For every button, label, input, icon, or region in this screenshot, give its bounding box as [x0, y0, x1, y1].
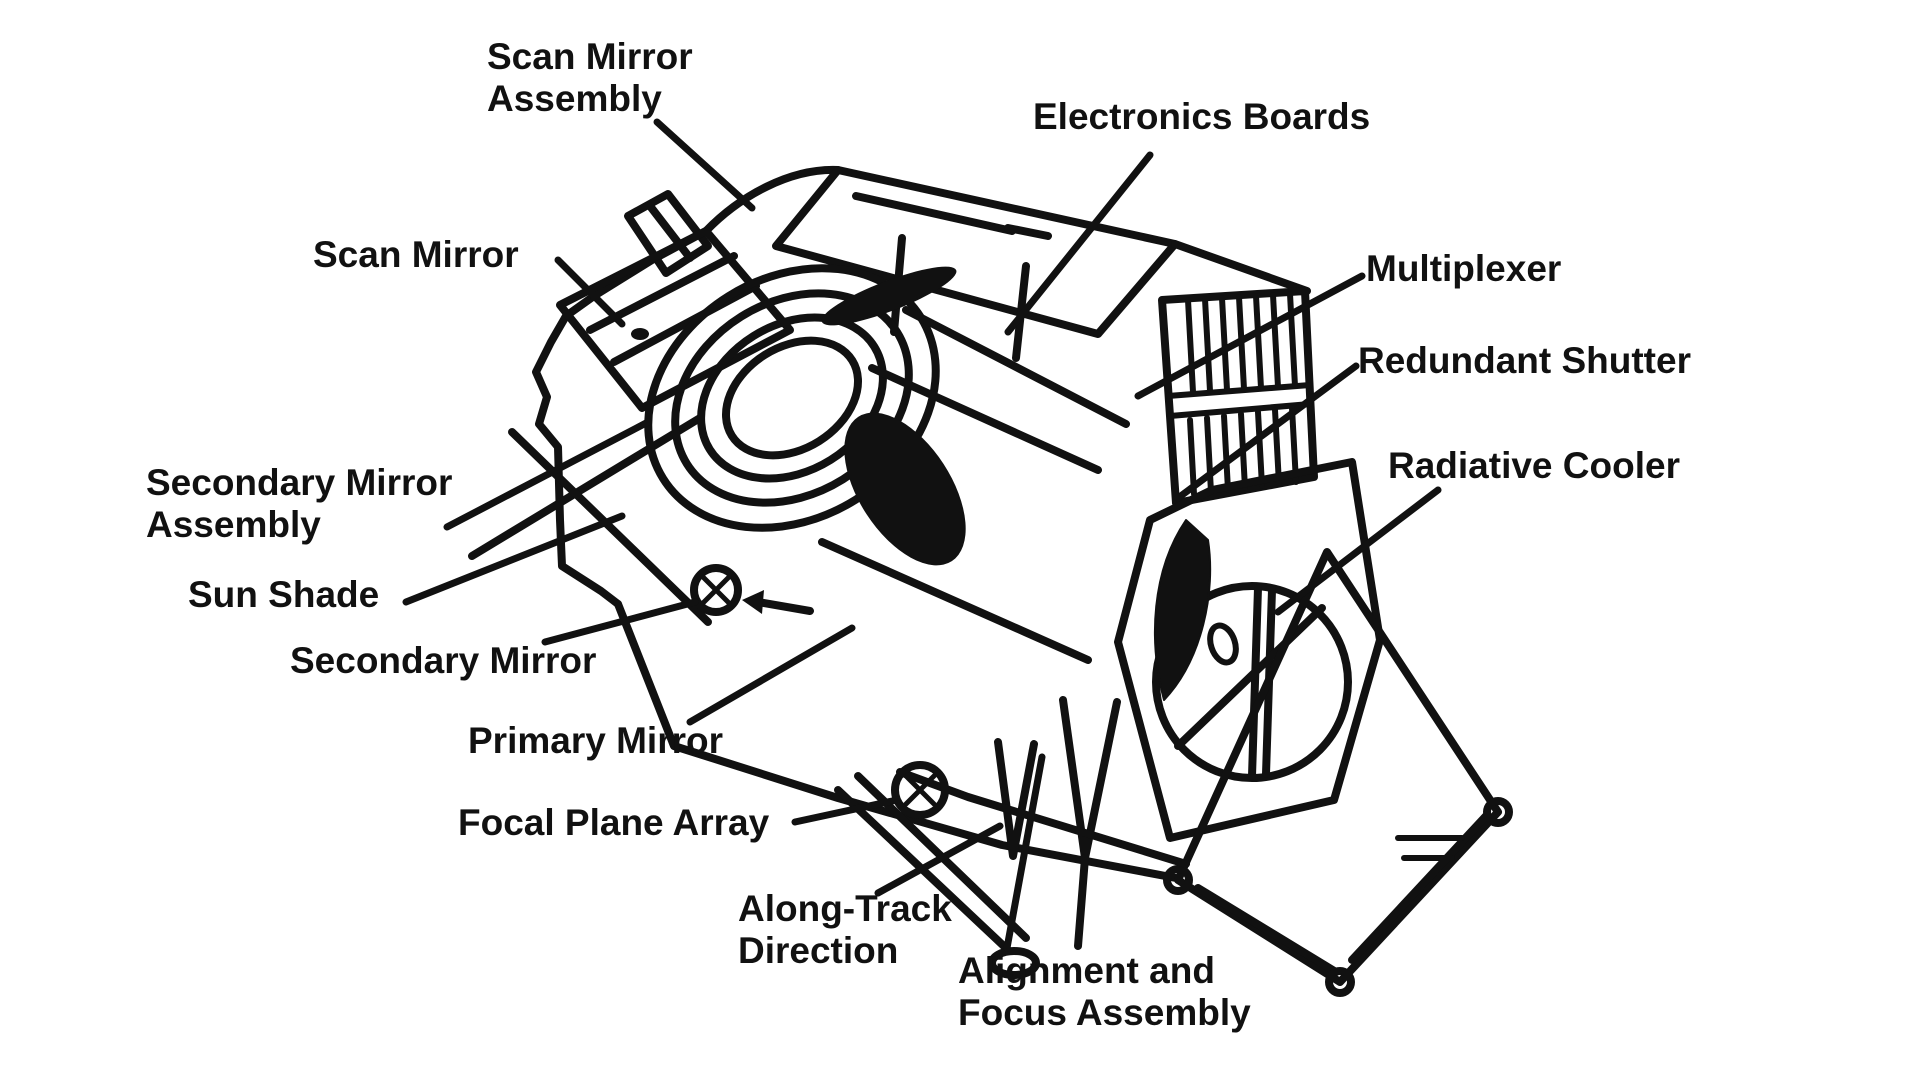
leader-scan-mirror — [554, 256, 626, 328]
label-redundant-shutter: Redundant Shutter — [1358, 340, 1691, 382]
leader-redundant-shutter — [1174, 362, 1360, 502]
label-primary-mirror: Primary Mirror — [468, 720, 723, 762]
radiative-cooler-box — [1114, 458, 1384, 842]
upper-barrel-band — [821, 266, 957, 326]
focal-plane-ball — [891, 761, 949, 819]
leader-sun-shade — [402, 512, 626, 606]
label-text: Multiplexer — [1366, 248, 1562, 289]
leader-alignment-focus — [1003, 753, 1046, 952]
label-secondary-mirror: Secondary Mirror — [290, 640, 596, 682]
label-text: Along-Track — [738, 888, 952, 929]
label-text: Focal Plane Array — [458, 802, 770, 843]
label-text: Assembly — [487, 78, 662, 119]
label-text: Scan Mirror — [487, 36, 693, 77]
label-text: Electronics Boards — [1033, 96, 1371, 137]
leader-electronics-boards — [1004, 151, 1154, 336]
label-focal-plane-array: Focal Plane Array — [458, 802, 769, 844]
label-secondary-mirror-assembly: Secondary Mirror Assembly — [146, 462, 452, 546]
label-text: Secondary Mirror — [290, 640, 597, 681]
label-multiplexer: Multiplexer — [1366, 248, 1561, 290]
label-sun-shade: Sun Shade — [188, 574, 379, 616]
leader-secondary-mirror — [541, 598, 699, 646]
cooler-shield-panel — [1163, 548, 1513, 997]
label-radiative-cooler: Radiative Cooler — [1388, 445, 1680, 487]
label-text: Focus Assembly — [958, 992, 1251, 1033]
leader-primary-mirror — [686, 624, 856, 726]
electronics-card-cage — [1158, 240, 1318, 507]
label-text: Radiative Cooler — [1388, 445, 1680, 486]
label-text: Sun Shade — [188, 574, 380, 615]
direction-arrow — [742, 590, 814, 615]
leader-multiplexer — [1134, 272, 1366, 400]
label-along-track-direction: Along-Track Direction — [738, 888, 952, 972]
sun-shade-outline — [468, 227, 1180, 882]
telescope-shadow — [844, 412, 966, 566]
label-text: Redundant Shutter — [1358, 340, 1691, 381]
leader-along-track — [874, 822, 1004, 897]
label-scan-mirror-assembly: Scan Mirror Assembly — [487, 36, 693, 120]
label-alignment-focus-assembly: Alignment and Focus Assembly — [958, 950, 1251, 1034]
telescope-rings — [644, 264, 940, 532]
label-scan-mirror: Scan Mirror — [313, 234, 519, 276]
label-text: Scan Mirror — [313, 234, 519, 275]
leader-radiative-cooler — [1274, 486, 1442, 616]
barrel-struts — [818, 306, 1130, 664]
label-text: Primary Mirror — [468, 720, 723, 761]
label-text: Secondary Mirror — [146, 462, 453, 503]
leader-lines — [402, 118, 1442, 952]
leader-scan-mirror-assembly — [653, 118, 756, 212]
leader-focal-plane-array — [791, 796, 901, 826]
leader-secondary-mirror-assembly — [443, 418, 652, 531]
circuit-board-slats — [1185, 291, 1299, 497]
secondary-mirror-ball — [690, 564, 742, 616]
label-text: Direction — [738, 930, 899, 971]
scan-mirror-housing — [556, 165, 842, 412]
label-text: Alignment and — [958, 950, 1215, 991]
label-text: Assembly — [146, 504, 321, 545]
label-electronics-boards: Electronics Boards — [1033, 96, 1370, 138]
